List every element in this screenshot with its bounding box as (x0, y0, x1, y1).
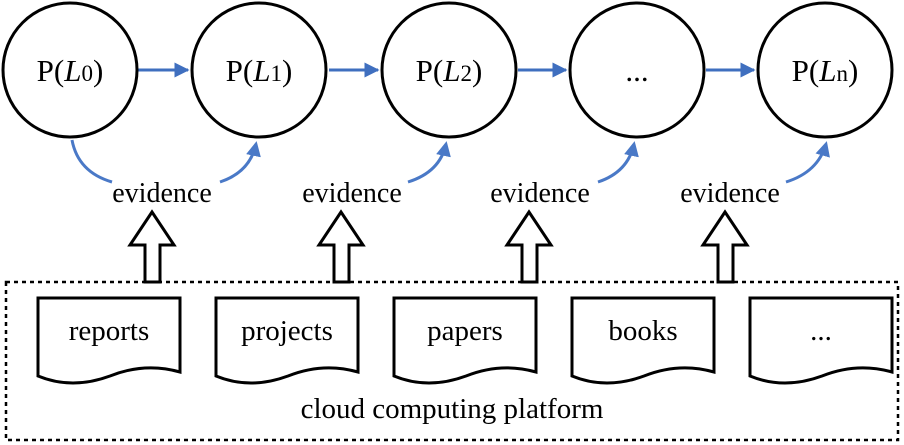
evidence-label-3: evidence (490, 178, 590, 209)
node-l1-label: P(L1) (226, 53, 293, 88)
doc-papers: papers (392, 296, 538, 385)
up-arrow-2 (316, 209, 366, 284)
node-ellipsis-label: ... (625, 53, 648, 88)
up-arrow-3 (504, 209, 554, 284)
evidence-curve-in-n (785, 141, 830, 184)
node-ellipsis: ... (568, 1, 706, 139)
evidence-curve-in-3 (597, 141, 639, 184)
node-l1: P(L1) (190, 1, 328, 139)
node-l2: P(L2) (380, 1, 518, 139)
platform-box (4, 280, 900, 442)
evidence-label-2: evidence (302, 178, 402, 209)
node-l2-label: P(L2) (416, 53, 483, 88)
node-l0-label: P(L0) (37, 53, 104, 88)
doc-ellipsis-label: ... (810, 315, 832, 347)
evidence-label-1: evidence (112, 178, 212, 209)
doc-ellipsis: ... (748, 296, 894, 385)
evidence-curve-in-2 (407, 141, 451, 184)
doc-projects-label: projects (241, 315, 333, 347)
node-l0: P(L0) (1, 1, 139, 139)
up-arrow-1 (127, 209, 177, 284)
platform-label: cloud computing platform (301, 393, 604, 425)
node-ln: P(Ln) (756, 1, 894, 139)
doc-reports-label: reports (69, 315, 150, 347)
evidence-curve-out-0 (70, 139, 113, 184)
doc-papers-label: papers (427, 315, 503, 347)
node-ln-label: P(Ln) (792, 53, 859, 88)
doc-books-label: books (608, 315, 677, 347)
evidence-curve-in-1 (219, 141, 261, 184)
doc-reports: reports (36, 296, 182, 385)
doc-books: books (570, 296, 716, 385)
doc-projects: projects (214, 296, 360, 385)
evidence-label-4: evidence (680, 178, 780, 209)
up-arrow-4 (700, 209, 750, 284)
